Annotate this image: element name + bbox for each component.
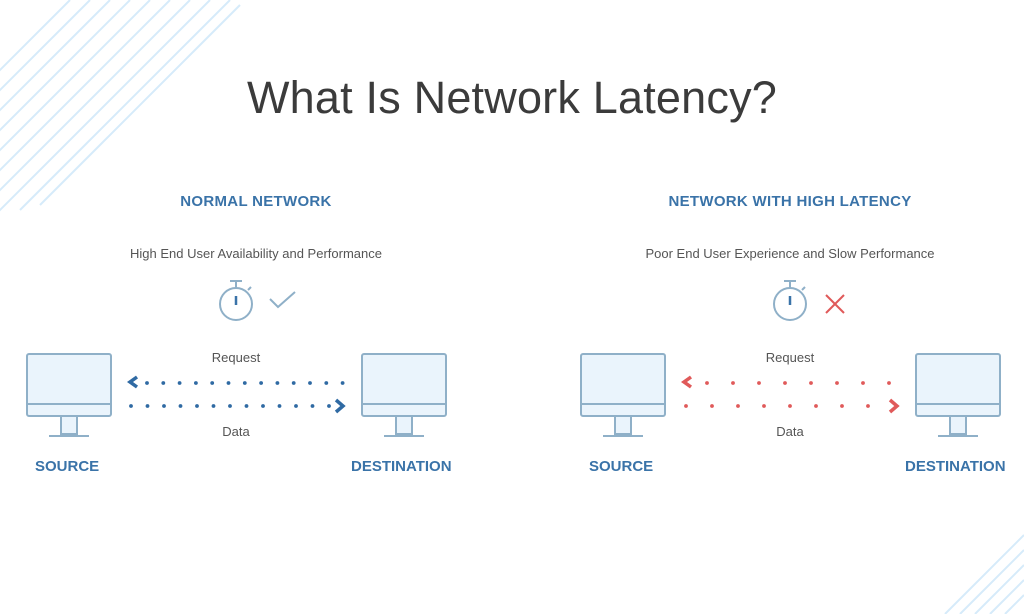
request-label: Request — [211, 350, 261, 365]
panel-subtitle: High End User Availability and Performan… — [130, 246, 382, 261]
flow-dot — [684, 404, 688, 408]
source-label: SOURCE — [35, 458, 100, 475]
flow-dot — [783, 381, 787, 385]
page-title: What Is Network Latency? — [246, 72, 777, 123]
flow-dot — [178, 404, 183, 408]
flow-dot — [809, 381, 813, 385]
request-arrow-dots — [126, 375, 346, 414]
panel-high-latency-network: NETWORK WITH HIGH LATENCY Poor End User … — [534, 0, 1024, 614]
source-monitor-icon — [26, 353, 112, 437]
data-label: Data — [222, 424, 250, 439]
flow-dot — [291, 381, 296, 385]
flow-dot — [757, 381, 761, 385]
flow-dot — [259, 381, 263, 385]
flow-dot — [145, 404, 150, 408]
flow-dot — [887, 381, 891, 385]
flow-dot — [294, 404, 298, 408]
destination-monitor-icon — [361, 353, 447, 437]
source-monitor-icon — [580, 353, 666, 437]
flow-dot — [195, 404, 199, 408]
flow-dot — [242, 381, 247, 385]
stopwatch-icon — [773, 280, 807, 321]
data-label: Data — [776, 424, 804, 439]
destination-label: DESTINATION — [351, 458, 452, 475]
flow-dot — [244, 404, 249, 408]
chevron-left-icon — [126, 375, 139, 389]
flow-dot — [308, 381, 312, 385]
flow-dot — [731, 381, 735, 385]
checkmark-icon — [269, 291, 296, 309]
panel-normal-network: NORMAL NETWORK High End User Availabilit… — [26, 193, 452, 475]
flow-dot — [710, 404, 714, 408]
chevron-left-icon — [680, 375, 693, 389]
flow-dot — [228, 404, 232, 408]
panel-heading: NETWORK WITH HIGH LATENCY — [668, 193, 912, 210]
flow-dot — [129, 404, 133, 408]
panel-subtitle: Poor End User Experience and Slow Perfor… — [645, 246, 935, 261]
chevron-right-icon — [334, 398, 346, 414]
flow-dot — [177, 381, 182, 385]
request-label: Request — [765, 350, 815, 365]
flow-dot — [211, 404, 216, 408]
panel-heading: NORMAL NETWORK — [180, 193, 332, 210]
flow-dot — [340, 381, 345, 385]
flow-dot — [324, 381, 329, 385]
flow-dot — [162, 404, 166, 408]
destination-monitor-icon — [915, 353, 1001, 437]
flow-dot — [866, 404, 870, 408]
flow-dot — [277, 404, 282, 408]
request-arrow-dots — [680, 375, 900, 414]
flow-dot — [814, 404, 818, 408]
flow-dot — [275, 381, 280, 385]
flow-dot — [226, 381, 231, 385]
flow-dot — [788, 404, 792, 408]
flow-dot — [310, 404, 315, 408]
flow-dot — [861, 381, 865, 385]
flow-dot — [327, 404, 331, 408]
flow-dot — [762, 404, 766, 408]
destination-label: DESTINATION — [905, 458, 1006, 475]
flow-dot — [194, 381, 198, 385]
stopwatch-icon — [219, 280, 253, 321]
flow-dot — [705, 381, 709, 385]
flow-dot — [261, 404, 265, 408]
x-mark-icon — [825, 294, 845, 314]
flow-dot — [145, 381, 149, 385]
flow-dot — [161, 381, 166, 385]
chevron-right-icon — [888, 398, 900, 414]
source-label: SOURCE — [589, 458, 654, 475]
flow-dot — [736, 404, 740, 408]
flow-dot — [835, 381, 839, 385]
flow-dot — [840, 404, 844, 408]
flow-dot — [210, 381, 215, 385]
